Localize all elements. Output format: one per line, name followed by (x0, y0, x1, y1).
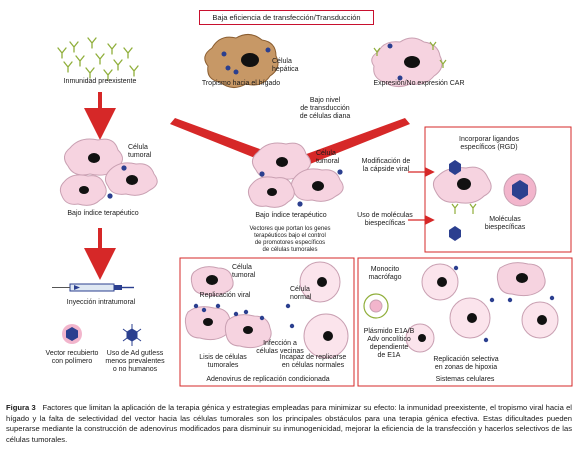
caption-text: Factores que limitan la aplicación de la… (6, 403, 572, 444)
label-polymer-vector: Vector recubierto con polímero (45, 350, 99, 365)
label-lysis: Lisis de células tumorales (199, 354, 247, 369)
cra-cells (184, 261, 349, 359)
label-infection: Infección a células vecinas (256, 340, 304, 355)
tumor-cells-middle (247, 142, 344, 208)
label-hypoxia: Replicación selectiva en zonas de hipoxi… (433, 356, 499, 371)
cellular-systems-cells (363, 262, 559, 353)
liver-cell (204, 34, 279, 88)
label-low-transduction: Bajo nivel de transducción de células di… (299, 97, 351, 120)
ligands-panel (424, 126, 572, 253)
caption-prefix: Figura 3 (6, 403, 36, 412)
label-ligands: Incorporar ligandos específicos (RGD) (459, 136, 519, 151)
label-monocyte: Monocito macrófago (368, 266, 402, 281)
car-cell (371, 37, 447, 88)
tumor-cells-left (59, 138, 158, 206)
conditional-adenovirus-panel (179, 257, 355, 387)
label-tumor-cell-1: Célula tumoral (128, 144, 152, 159)
label-conditional-ad: Adenovirus de replicación condicionada (206, 376, 330, 383)
label-immunity: Inmunidad preexistente (63, 78, 137, 85)
label-intratumoral: Inyección intratumoral (66, 299, 136, 306)
antibody-cluster (57, 37, 139, 81)
label-bispecific-molecules: Moléculas biespecíficas (484, 216, 526, 231)
label-low-index-1: Bajo índice terapéutico (67, 210, 139, 217)
ligand-cell (432, 160, 537, 241)
label-vectors-genes: Vectores que portan los genes terapéutic… (249, 226, 331, 253)
label-plasmid: Plásmido E1A/B Adv oncolítico dependient… (363, 328, 415, 359)
label-tumor-cell-2: Célula tumoral (316, 150, 340, 165)
gutless-vector (122, 324, 142, 346)
label-normal-cell: Célula normal (290, 286, 312, 301)
label-liver-tropism: Tropismo hacia el hígado (201, 80, 281, 87)
label-low-index-2: Bajo índice terapéutico (255, 212, 327, 219)
label-car: Expresión/No expresión CAR (373, 80, 465, 87)
diagram-artwork (52, 34, 573, 387)
diagram-title: Baja eficiencia de transfección/Transduc… (199, 10, 374, 25)
cellular-systems-panel (357, 257, 573, 387)
label-liver-cell: Célula hepática (272, 58, 299, 73)
label-gutless: Uso de Ad gutless menos prevalentes o no… (105, 350, 165, 373)
label-viral-replication: Replicación viral (199, 292, 251, 299)
syringe (52, 283, 134, 292)
label-bispecific-use: Uso de moléculas biespecíficas (357, 212, 413, 227)
label-cellular-systems: Sistemas celulares (435, 376, 495, 383)
label-capsid-mod: Modificación de la cápside viral (361, 158, 411, 173)
label-tumor-cell-3: Célula tumoral (232, 264, 256, 279)
label-no-replication: Incapaz de replicarse en células normale… (279, 354, 347, 369)
polymer-vector (62, 324, 82, 344)
figure-caption: Figura 3 Factores que limitan la aplicac… (6, 403, 572, 445)
